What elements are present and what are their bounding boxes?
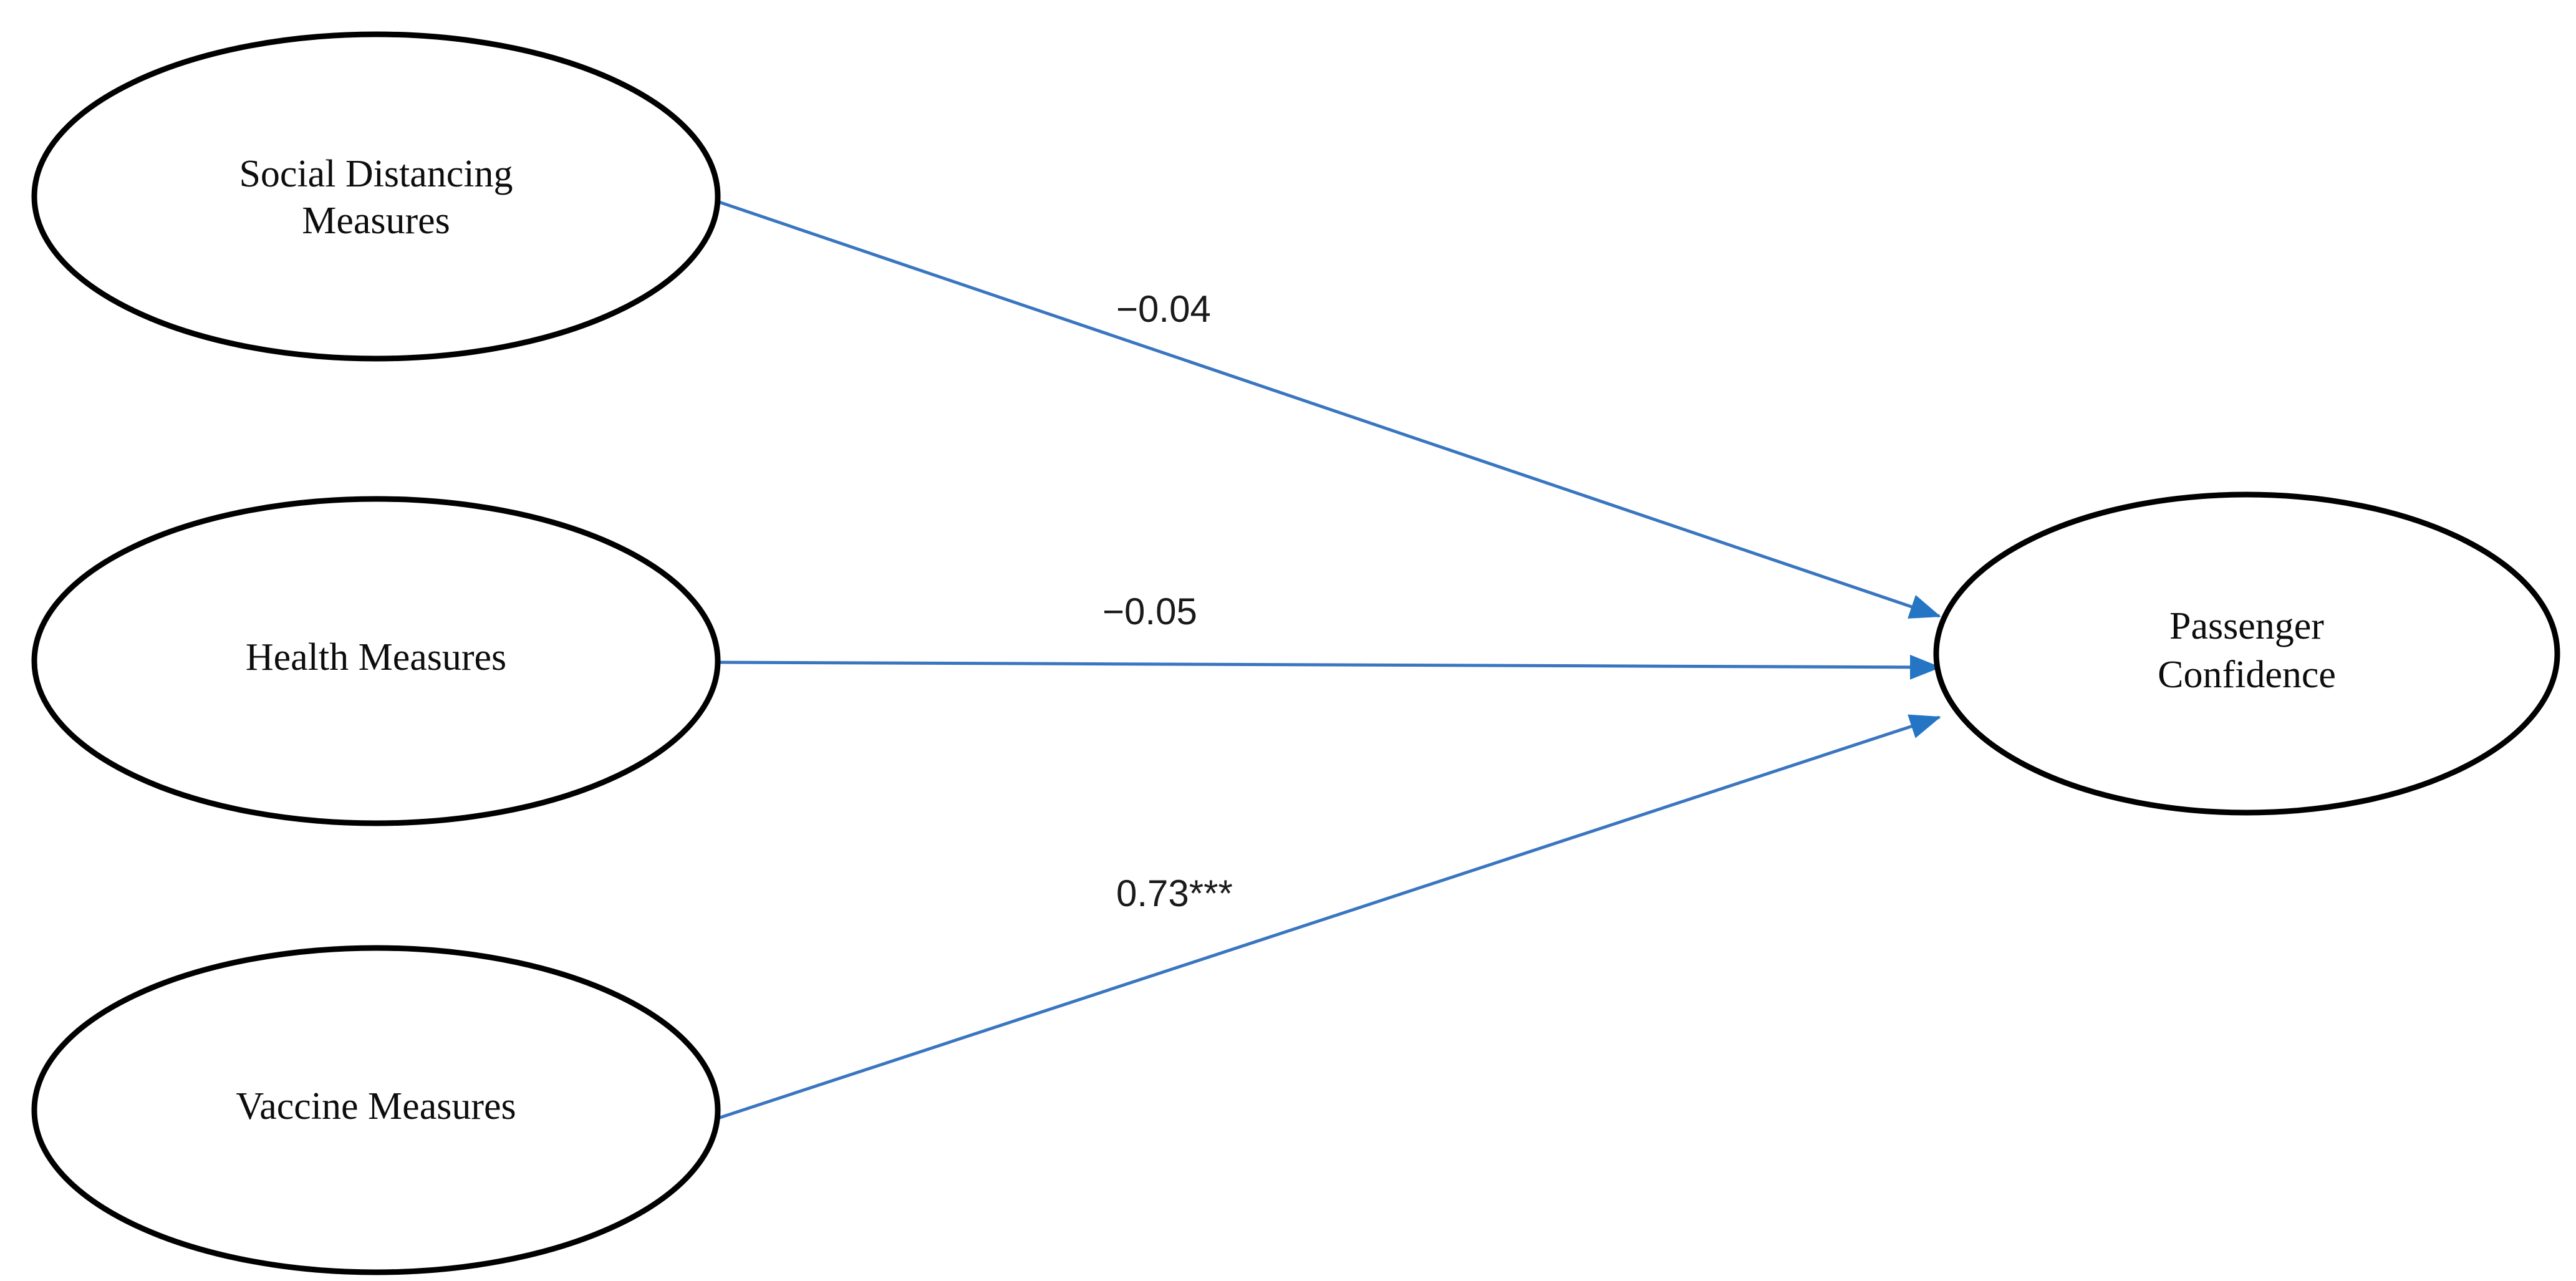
edge-label-health-measures-coefficient: −0.05 — [1102, 591, 1197, 632]
edge-label-vaccine-value: 0.73 — [1116, 873, 1189, 914]
node-label-vaccine-measures-line1: Vaccine Measures — [236, 1085, 516, 1128]
edge-social-distancing-to-passenger-confidence[interactable] — [697, 193, 1941, 619]
edge-label-vaccine-measures-coefficient: 0.73*** — [1116, 873, 1233, 914]
edge-labels-group: −0.04 −0.05 0.73*** — [1102, 288, 1233, 914]
node-vaccine-measures[interactable]: Vaccine Measures — [31, 945, 721, 1275]
node-label-health-measures-line1: Health Measures — [246, 636, 506, 679]
edge-label-social-distancing-coefficient: −0.04 — [1116, 288, 1211, 330]
node-label-social-distancing-line2: Measures — [302, 200, 450, 242]
edges-group — [697, 193, 1941, 1124]
node-ellipse-vaccine-measures[interactable] — [31, 945, 721, 1275]
node-label-passenger-confidence-line2: Confidence — [2158, 654, 2336, 696]
node-ellipse-social-distancing[interactable] — [31, 31, 721, 362]
node-ellipse-health-measures[interactable] — [31, 496, 721, 826]
edge-label-vaccine-stars: *** — [1189, 873, 1233, 914]
edge-vaccine-measures-to-passenger-confidence[interactable] — [704, 714, 1941, 1124]
edge-health-measures-to-passenger-confidence[interactable] — [716, 654, 1941, 680]
node-label-social-distancing-line1: Social Distancing — [239, 153, 513, 195]
node-passenger-confidence[interactable]: Passenger Confidence — [1933, 491, 2560, 816]
node-ellipse-passenger-confidence[interactable] — [1933, 491, 2560, 816]
node-label-passenger-confidence-line1: Passenger — [2169, 605, 2324, 647]
node-health-measures[interactable]: Health Measures — [31, 496, 721, 826]
node-social-distancing-measures[interactable]: Social Distancing Measures — [31, 31, 721, 362]
